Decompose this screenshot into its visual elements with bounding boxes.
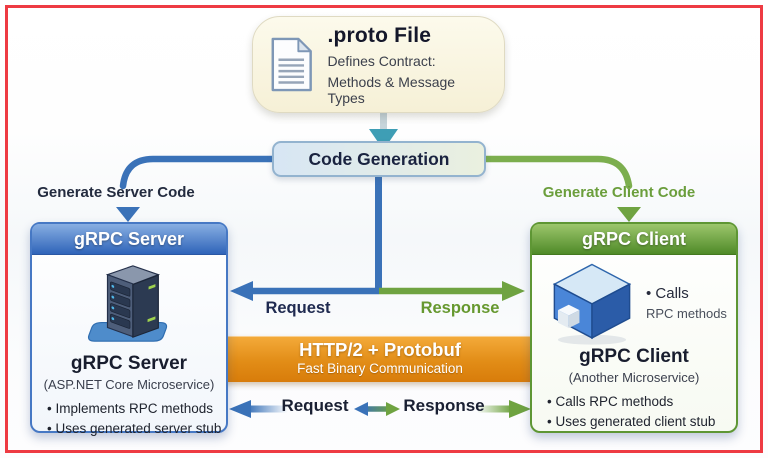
grpc-client-subtitle: (Another Microservice) xyxy=(568,370,700,385)
server-bullet-1: Implements RPC methods xyxy=(47,399,226,419)
bottom-request-label: Request xyxy=(281,396,349,415)
grpc-client-title: gRPC Client xyxy=(579,346,689,367)
proto-file-line1: Defines Contract: xyxy=(327,52,436,69)
server-arrowhead xyxy=(116,207,140,222)
client-callout-sub: RPC methods xyxy=(646,305,727,321)
mid-request-label: Request xyxy=(265,299,331,317)
grpc-server-title: gRPC Server xyxy=(70,353,188,374)
client-arrowhead xyxy=(617,207,641,222)
bottom-response-label: Response xyxy=(403,396,485,415)
grpc-client-box: gRPC Client Calls RPC methods gRPC Clien… xyxy=(530,222,738,433)
grpc-server-box: gRPC Server xyxy=(30,222,228,436)
proto-file-line2: Methods & Message Types xyxy=(327,73,456,106)
client-callout-title: Calls xyxy=(646,285,727,302)
codegen-to-client-line xyxy=(478,155,633,190)
client-bullet-1: Calls RPC methods xyxy=(547,392,736,412)
mid-response-arrow xyxy=(379,281,525,301)
grpc-server-header: gRPC Server xyxy=(32,224,226,255)
grpc-server-bullets: Implements RPC methods Uses generated se… xyxy=(47,399,226,439)
mid-request-arrow xyxy=(230,281,379,301)
transport-subtitle: Fast Binary Communication xyxy=(297,361,463,376)
grpc-client-header: gRPC Client xyxy=(532,224,736,255)
mid-response-label: Response xyxy=(420,299,500,317)
proto-file-box: .proto File Defines Contract: Methods & … xyxy=(252,16,505,113)
request-response-double-arrow xyxy=(354,402,400,416)
generate-server-code-label: Generate Server Code xyxy=(37,184,195,201)
codegen-to-server-line xyxy=(119,155,280,190)
grpc-server-subtitle: (ASP.NET Core Microservice) xyxy=(43,377,215,392)
transport-title: HTTP/2 + Protobuf xyxy=(299,339,461,360)
grpc-client-bullets: Calls RPC methods Uses generated client … xyxy=(547,392,736,432)
document-icon xyxy=(271,37,312,92)
proto-file-title: .proto File xyxy=(327,23,432,47)
code-generation-box: Code Generation xyxy=(272,141,486,177)
client-bullet-2: Uses generated client stub xyxy=(547,412,736,432)
server-bullet-2: Uses generated server stub xyxy=(47,419,226,439)
cube-icon xyxy=(552,263,632,345)
server-tower-icon xyxy=(87,265,168,342)
code-generation-label: Code Generation xyxy=(308,148,450,169)
transport-bar: HTTP/2 + Protobuf Fast Binary Communicat… xyxy=(220,336,540,382)
generate-client-code-label: Generate Client Code xyxy=(542,184,696,201)
